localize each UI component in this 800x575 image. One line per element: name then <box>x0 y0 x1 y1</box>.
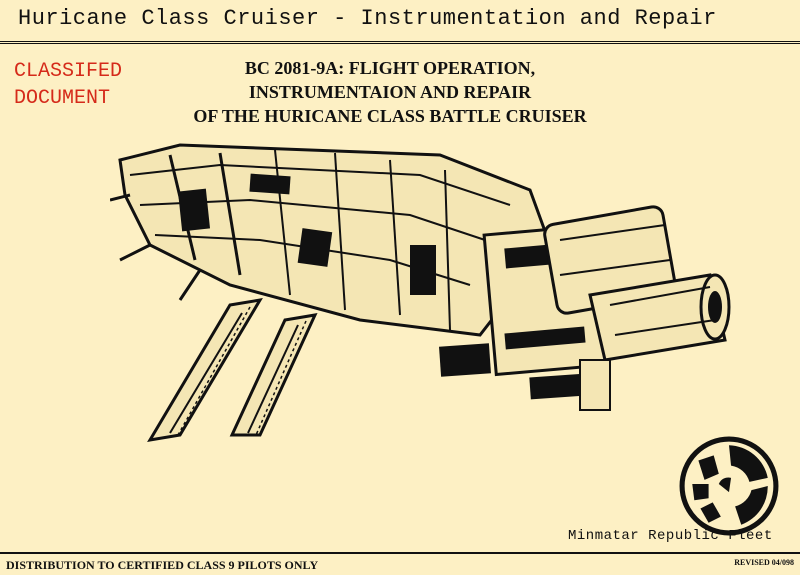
minmatar-emblem-icon <box>679 436 779 536</box>
battle-cruiser-drawing <box>110 143 731 443</box>
classified-stamp-line1: CLASSIFED <box>14 60 123 83</box>
page-title: Huricane Class Cruiser - Instrumentation… <box>18 6 717 31</box>
document-title: BC 2081-9A: FLIGHT OPERATION, INSTRUMENT… <box>140 56 640 128</box>
header-divider <box>0 41 800 42</box>
footer-divider <box>0 552 800 554</box>
classified-stamp: CLASSIFED DOCUMENT <box>14 58 122 112</box>
document-title-line1: BC 2081-9A: FLIGHT OPERATION, <box>244 58 536 78</box>
fleet-label: Minmatar Republic Fleet <box>568 528 773 544</box>
document-title-line2: INSTRUMENTAION AND REPAIR <box>248 82 532 102</box>
distribution-notice: DISTRIBUTION TO CERTIFIED CLASS 9 PILOTS… <box>6 558 319 572</box>
header-divider-secondary <box>0 43 800 44</box>
document-title-line3: OF THE HURICANE CLASS BATTLE CRUISER <box>193 106 587 126</box>
classified-stamp-line2: DOCUMENT <box>14 87 111 110</box>
revision-label: REVISED 04/098 <box>734 558 794 567</box>
